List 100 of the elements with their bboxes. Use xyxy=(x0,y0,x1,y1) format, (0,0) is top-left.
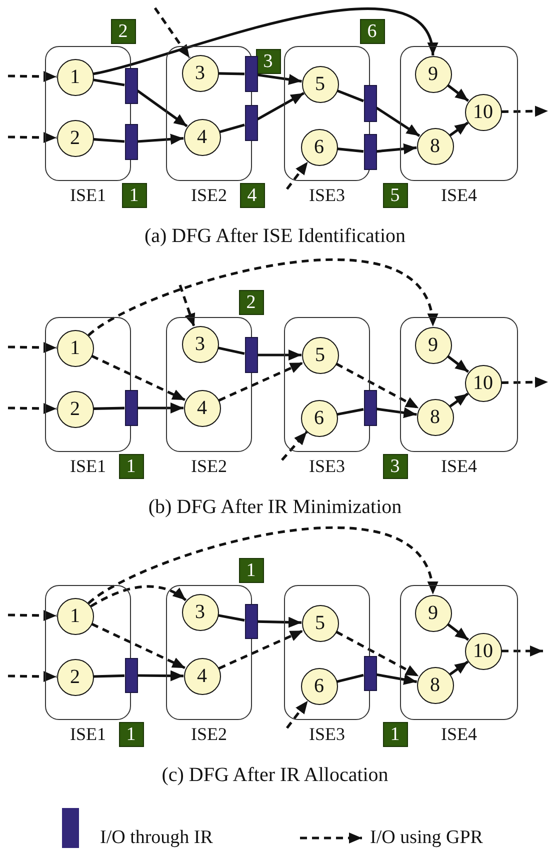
register-tag: 3 xyxy=(256,48,280,74)
connector-line xyxy=(218,346,245,355)
connector-line xyxy=(336,89,364,102)
register-bar xyxy=(364,390,376,426)
operation-circle: 3 xyxy=(182,594,218,630)
arrow xyxy=(446,355,470,373)
register-tag: 1 xyxy=(238,558,264,582)
dashed-arrow xyxy=(90,585,187,608)
operation-circle: 10 xyxy=(464,94,502,130)
arrow xyxy=(449,660,469,676)
operation-circle: 3 xyxy=(182,54,218,92)
arrow xyxy=(376,673,418,685)
arrow xyxy=(376,407,417,418)
operation-circle: 2 xyxy=(56,658,94,696)
operation-circle: 2 xyxy=(56,390,94,428)
connector-line xyxy=(218,72,245,76)
dashed-arrow xyxy=(8,671,57,682)
register-tag: 5 xyxy=(382,182,408,208)
register-bar xyxy=(364,85,376,122)
dashed-arrow xyxy=(502,646,543,656)
operation-circle: 5 xyxy=(302,336,338,374)
dashed-arrow xyxy=(8,342,57,353)
operation-circle: 2 xyxy=(56,120,94,156)
operation-circle: 4 xyxy=(184,658,220,694)
operation-circle: 3 xyxy=(182,326,218,362)
operation-circle: 1 xyxy=(56,58,94,96)
dashed-arrow xyxy=(154,7,191,59)
ise-label: ISE1 xyxy=(69,185,107,205)
operation-circle: 9 xyxy=(414,56,452,92)
ise-label: ISE2 xyxy=(190,724,228,744)
register-bar xyxy=(244,56,258,92)
ise-label: ISE2 xyxy=(190,185,228,205)
connector-line xyxy=(93,78,125,86)
operation-circle: 9 xyxy=(414,326,452,364)
dashed-arrow xyxy=(8,71,57,82)
operation-circle: 8 xyxy=(416,666,454,704)
connector-line xyxy=(219,124,245,134)
arrow xyxy=(136,90,188,128)
arrow xyxy=(92,8,436,76)
operation-circle: 5 xyxy=(302,604,338,642)
register-bar xyxy=(124,124,138,160)
dashed-arrow xyxy=(178,284,196,327)
ise-label: ISE3 xyxy=(308,185,346,205)
operation-circle: 6 xyxy=(300,668,338,704)
dashed-arrow xyxy=(88,258,436,336)
ise-label: ISE1 xyxy=(69,456,107,476)
dashed-arrow xyxy=(336,362,420,410)
arrow xyxy=(449,122,469,136)
arrow xyxy=(258,350,302,360)
arrow xyxy=(449,392,469,408)
register-bar xyxy=(364,656,376,691)
arrow xyxy=(256,92,305,120)
connector-line xyxy=(93,674,125,678)
register-tag: 1 xyxy=(382,722,408,746)
operation-circle: 10 xyxy=(464,632,502,670)
register-tag: 2 xyxy=(238,290,264,314)
operation-circle: 8 xyxy=(416,128,454,164)
connector-line xyxy=(336,674,364,683)
operation-circle: 10 xyxy=(464,364,502,402)
operation-circle: 4 xyxy=(184,118,220,156)
arrow xyxy=(257,74,302,85)
register-tag: 2 xyxy=(110,18,136,44)
dashed-arrow xyxy=(8,403,57,414)
operation-circle: 8 xyxy=(416,398,454,436)
arrow xyxy=(137,670,184,682)
register-bar xyxy=(244,105,258,141)
ise-label: ISE3 xyxy=(308,724,346,744)
arrow xyxy=(257,616,302,628)
operation-circle: 4 xyxy=(184,390,220,426)
operation-circle: 1 xyxy=(56,598,94,634)
register-bar xyxy=(124,658,138,693)
arrow xyxy=(376,106,420,137)
connector-line xyxy=(336,408,364,416)
ise-label: ISE1 xyxy=(69,724,107,744)
register-bar xyxy=(364,134,376,170)
register-tag: 1 xyxy=(118,454,144,478)
dashed-arrow xyxy=(501,106,548,117)
dashed-arrow xyxy=(91,354,186,402)
register-bar xyxy=(124,68,138,104)
legend-label: I/O using GPR xyxy=(370,827,483,849)
dashed-arrow xyxy=(91,622,186,670)
dashed-arrow xyxy=(8,610,57,621)
operation-circle: 9 xyxy=(414,594,452,632)
register-tag: 1 xyxy=(122,182,146,208)
register-tag: 4 xyxy=(240,182,264,208)
ise-label: ISE4 xyxy=(440,456,478,476)
register-bar xyxy=(244,337,258,373)
ise-label: ISE2 xyxy=(190,456,228,476)
ise-label: ISE3 xyxy=(308,456,346,476)
dashed-arrow xyxy=(218,629,304,670)
register-tag: 6 xyxy=(360,18,384,44)
dashed-arrow xyxy=(286,160,309,190)
legend-label: I/O through IR xyxy=(100,827,213,849)
dashed-arrow xyxy=(218,361,304,402)
arrow xyxy=(138,402,184,414)
dashed-arrow xyxy=(88,526,436,604)
register-bar xyxy=(124,390,138,426)
ise-label: ISE4 xyxy=(440,724,478,744)
register-bar xyxy=(244,604,258,639)
dashed-arrow xyxy=(281,431,308,461)
